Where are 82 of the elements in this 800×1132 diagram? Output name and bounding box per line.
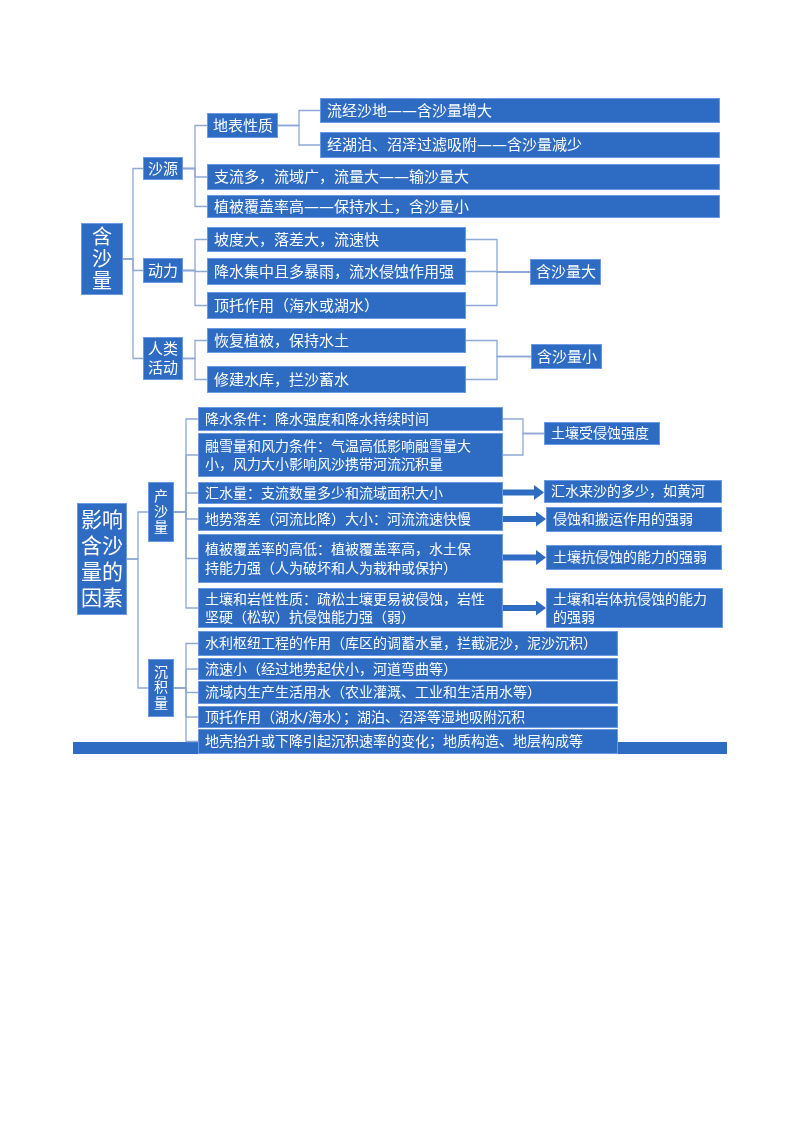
connector-line <box>173 511 199 609</box>
connector-line <box>465 355 532 381</box>
factor-box <box>207 195 720 218</box>
factor-box <box>207 292 466 319</box>
factor-box <box>198 507 503 531</box>
result-label: 含沙量小 <box>536 347 597 366</box>
result-box <box>546 588 723 628</box>
factor-box <box>198 534 503 583</box>
category-label: 地表性质 <box>212 116 273 135</box>
factor-text: 流经沙地——含沙量增大 <box>327 101 492 120</box>
factor-box <box>207 366 466 393</box>
result-box <box>544 480 722 503</box>
block-arrow <box>503 600 546 616</box>
category-label: 沉积量 <box>154 664 168 712</box>
root-topic-box <box>81 223 123 295</box>
result-label: 土壤受侵蚀强度 <box>551 424 649 443</box>
factor-box <box>198 407 503 431</box>
factor-box <box>198 433 503 477</box>
root-topic-label: 影响含沙量的因素 <box>81 506 123 612</box>
category-box <box>143 258 183 283</box>
factor-text: 流速小（经过地势起伏小，河道弯曲等） <box>205 659 457 679</box>
factor-text: 顶托作用（湖水/海水）；湖泊、沼泽等湿地吸附沉积 <box>205 707 525 727</box>
result-label: 土壤和岩体抗侵蚀的能力的强弱 <box>553 589 708 627</box>
factor-box <box>198 631 618 656</box>
factor-text: 地势落差（河流比降）大小：河流流速快慢 <box>205 509 471 529</box>
result-box <box>546 507 722 532</box>
factor-text: 地壳抬升或下降引起沉积速率的变化；地质构造、地层构成等 <box>205 732 583 751</box>
result-label: 土壤抗侵蚀的能力的强弱 <box>553 548 707 567</box>
factor-text: 支流多，流域广，流量大——输沙量大 <box>214 168 469 186</box>
connector-line <box>182 357 208 381</box>
connector-line <box>173 687 199 743</box>
factor-box <box>207 328 466 353</box>
factor-box <box>320 132 720 158</box>
factor-text: 顶托作用（海水或湖水） <box>214 296 379 315</box>
result-box <box>546 545 722 570</box>
connector-line <box>182 269 208 307</box>
block-arrow <box>503 485 544 500</box>
factor-text: 融雪量和风力条件：气温高低影响融雪量大小，风力大小影响风沙携带河流沉积量 <box>205 436 472 474</box>
factor-box <box>207 164 720 190</box>
factor-box <box>198 681 618 704</box>
result-label: 侵蚀和搬运作用的强弱 <box>553 510 693 529</box>
category-box <box>143 157 183 180</box>
category-label: 人类活动 <box>148 339 178 378</box>
factor-text: 恢复植被，保持水土 <box>214 331 349 350</box>
connector-line <box>277 124 321 146</box>
block-arrow <box>503 550 546 565</box>
factor-box <box>198 482 503 504</box>
category-label: 沙源 <box>148 159 178 178</box>
block-arrow <box>503 511 546 527</box>
connector-line <box>502 432 545 456</box>
connector-line <box>122 258 144 360</box>
category-box <box>148 659 174 717</box>
factor-text: 土壤和岩性性质：疏松土壤更易被侵蚀，岩性坚硬（松软）抗侵蚀能力强（弱） <box>205 589 486 627</box>
connector-line <box>126 558 149 689</box>
category-box <box>148 482 174 542</box>
root-topic-label: 含沙量 <box>92 226 112 292</box>
result-box <box>531 344 602 369</box>
result-label: 含沙量大 <box>535 263 596 281</box>
factor-text: 植被覆盖率高——保持水土，含沙量小 <box>214 197 469 216</box>
factor-text: 经湖泊、沼泽过滤吸附——含沙量减少 <box>327 136 582 154</box>
connector-line <box>182 167 208 208</box>
factor-text: 流域内生产生活用水（农业灌溉、工业和生活用水等） <box>205 683 541 702</box>
factor-text: 汇水量：支流数量多少和流域面积大小 <box>205 483 443 503</box>
factor-box <box>207 258 466 285</box>
factor-box <box>320 98 720 123</box>
result-box <box>530 259 601 285</box>
factor-box <box>198 658 618 680</box>
factor-box <box>198 729 618 754</box>
factor-box <box>207 227 466 252</box>
category-label: 产沙量 <box>154 488 168 536</box>
category-box <box>207 113 278 138</box>
factor-box <box>198 706 618 728</box>
factor-text: 坡度大，落差大，流速快 <box>214 230 379 249</box>
result-box <box>544 422 660 445</box>
category-label: 动力 <box>148 261 178 280</box>
factor-text: 降水条件：降水强度和降水持续时间 <box>205 409 429 429</box>
result-label: 汇水来沙的多少，如黄河 <box>551 482 705 501</box>
connector-line <box>465 271 531 307</box>
factor-text: 水利枢纽工程的作用（库区的调蓄水量，拦截泥沙，泥沙沉积） <box>205 634 597 653</box>
factor-text: 降水集中且多暴雨，流水侵蚀作用强 <box>214 262 454 281</box>
factor-text: 修建水库，拦沙蓄水 <box>214 370 349 389</box>
factor-text: 植被覆盖率的高低：植被覆盖率高，水土保持能力强（人为破坏和人为栽种或保护） <box>205 540 472 577</box>
